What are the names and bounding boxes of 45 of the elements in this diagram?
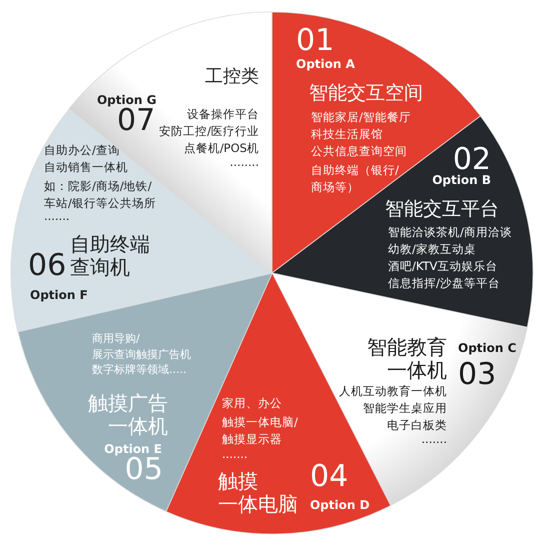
list-item: 家用、办公 <box>222 397 282 411</box>
list-item: 公共信息查询空间 <box>311 145 407 159</box>
segment-number: 03 <box>458 360 496 390</box>
segment-title: 触摸一体电脑 <box>218 470 298 516</box>
list-item: 智能洽谈茶机/商用洽谈 <box>388 226 512 240</box>
ellipsis-dots: ....... <box>222 448 248 462</box>
list-item: 自助终端（银行/商场等） <box>311 162 399 196</box>
option-label: Option E <box>104 442 162 456</box>
option-label: Option C <box>458 341 516 356</box>
segment-title: 智能交互平台 <box>385 198 499 221</box>
segment-title: 智能交互空间 <box>309 82 423 105</box>
list-item: 智能学生桌应用 <box>363 402 447 416</box>
ellipsis-dots: ........ <box>230 156 259 170</box>
segment-number: 05 <box>124 455 163 485</box>
list-item: 科技生活展馆 <box>311 128 383 142</box>
list-item: 触摸一体电脑/触摸显示器 <box>222 414 298 448</box>
list-item: 商用导购/展示查询触摸广告机 <box>92 331 191 363</box>
option-label: Option F <box>30 288 88 302</box>
segment-number: 06 <box>28 250 66 281</box>
segment-number: 02 <box>452 144 491 175</box>
list-item: 智能家居/智能餐厅 <box>311 111 411 125</box>
list-item: 信息指挥/沙盘等平台 <box>388 276 500 291</box>
list-item: 酒吧/KTV互动娱乐台 <box>388 260 498 274</box>
list-item: 幼教/家教互动桌 <box>388 242 476 257</box>
segment-title: 自助终端查询机 <box>70 232 150 279</box>
segment-number: 04 <box>310 462 348 492</box>
list-item: 数字标牌等领域..... <box>92 363 186 376</box>
segment-number: 07 <box>116 106 156 136</box>
ellipsis-dots: ....... <box>44 210 70 224</box>
list-item: 安防工控/医疗行业 <box>159 125 259 139</box>
option-label: Option D <box>310 498 370 512</box>
list-item: 自动销售一体机 <box>44 160 128 175</box>
list-item: 点餐机/POS机 <box>184 142 259 156</box>
option-label: Option G <box>96 93 156 108</box>
list-item: 如：院影/商场/地铁/车站/银行等公共场所 <box>44 178 156 212</box>
option-label: Option B <box>432 172 491 188</box>
segment-title: 智能教育一体机 <box>367 336 447 382</box>
option-label: Option A <box>296 57 355 72</box>
list-item: 设备操作平台 <box>186 108 259 122</box>
segment-title: 触摸广告一体机 <box>88 392 168 438</box>
ellipsis-dots: ....... <box>421 433 447 447</box>
list-item: 电子白板类 <box>387 419 447 433</box>
segment-number: 01 <box>296 26 334 56</box>
segment-title: 工控类 <box>204 66 259 88</box>
list-item: 人机互动教育一体机 <box>339 385 447 399</box>
